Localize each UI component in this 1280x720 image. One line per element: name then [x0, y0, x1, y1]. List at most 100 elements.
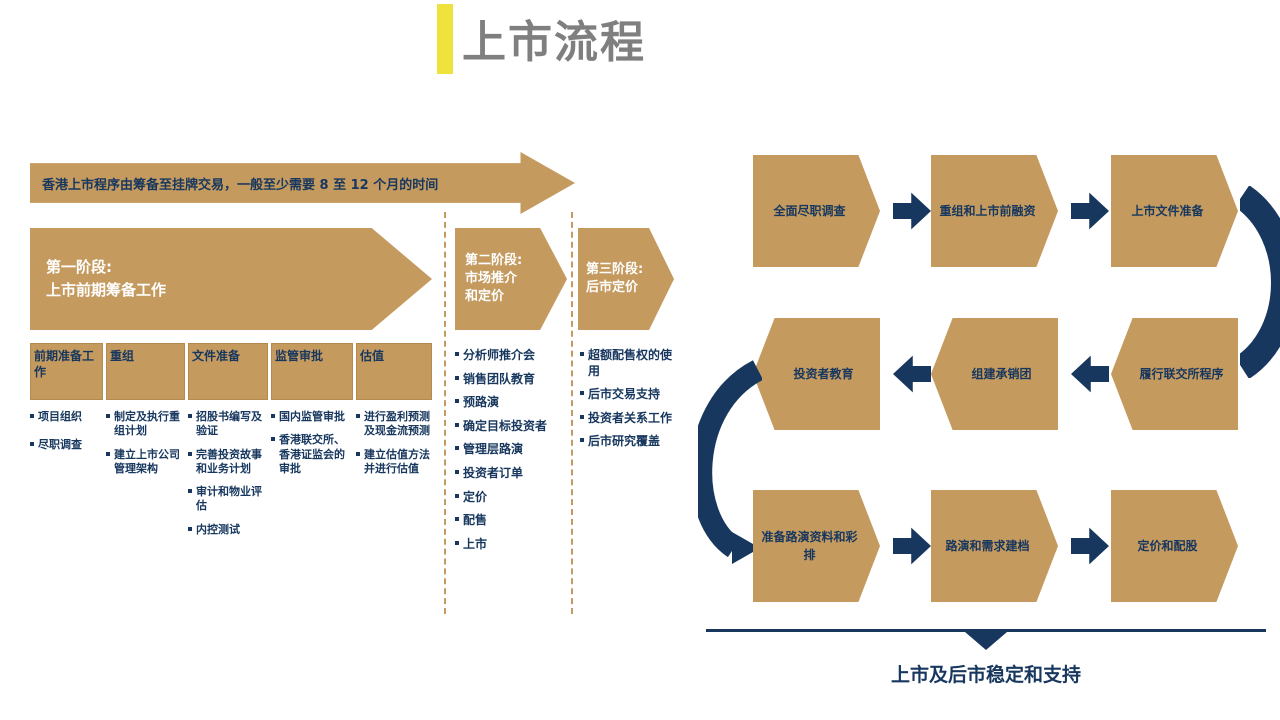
list-item: 内控测试 — [188, 523, 269, 537]
bullet-icon — [106, 451, 110, 456]
bullet-icon — [580, 391, 584, 396]
title-accent-bar — [437, 4, 453, 74]
list-item: 后市交易支持 — [580, 387, 676, 403]
flow-box-restructuring-financing: 重组和上市前融资 — [931, 155, 1058, 267]
bullet-icon — [106, 414, 110, 418]
timeline-text: 香港上市程序由筹备至挂牌交易，一般至少需要 8 至 12 个月的时间 — [42, 177, 439, 193]
footer-arrow-down-icon — [965, 632, 1007, 650]
list-item-text: 香港联交所、香港证监会的审批 — [279, 433, 345, 475]
list-item: 销售团队教育 — [455, 372, 559, 388]
list-item-text: 进行盈利预测及现金流预测 — [364, 410, 430, 438]
dashed-divider-2 — [571, 212, 573, 614]
list-item: 管理层路演 — [455, 442, 559, 458]
column-header-restructuring: 重组 — [106, 343, 185, 400]
phase1-line2: 上市前期筹备工作 — [46, 281, 167, 299]
list-item: 建立估值方法并进行估值 — [356, 448, 434, 477]
list-item-text: 上市 — [463, 536, 488, 551]
flow-box-syndicate: 组建承销团 — [931, 318, 1058, 430]
curved-arrowhead — [732, 532, 760, 564]
list-item-text: 预路演 — [463, 395, 500, 410]
flow-box-listing-documents: 上市文件准备 — [1111, 155, 1238, 267]
arrow-right-icon — [893, 192, 931, 230]
column-header-documents: 文件准备 — [188, 343, 268, 400]
list-item: 后市研究覆盖 — [580, 434, 676, 450]
bullet-icon — [455, 540, 459, 545]
dashed-divider-1 — [444, 212, 446, 614]
flow-box-label: 重组和上市前融资 — [939, 204, 1036, 218]
bullet-icon — [30, 442, 34, 447]
list-item: 建立上市公司管理架构 — [106, 448, 186, 477]
bullet-icon — [580, 414, 584, 419]
bullet-icon — [271, 437, 275, 442]
list-item: 投资者订单 — [455, 466, 559, 482]
list-item-text: 管理层路演 — [463, 442, 524, 457]
flow-box-label: 准备路演资料和彩排 — [761, 530, 858, 562]
arrow-left-icon — [893, 355, 931, 393]
bullet-icon — [455, 422, 459, 427]
column-header-regulatory: 监管审批 — [271, 343, 353, 400]
list-item-text: 制定及执行重组计划 — [114, 410, 180, 438]
list-item-text: 国内监管审批 — [279, 410, 345, 423]
list-item: 尽职调查 — [30, 438, 105, 452]
column-list-valuation: 进行盈利预测及现金流预测 建立估值方法并进行估值 — [356, 410, 434, 485]
arrow-right-icon — [1071, 527, 1109, 565]
footer-line — [706, 629, 1266, 632]
bullet-icon — [455, 446, 459, 451]
list-item: 超额配售权的使用 — [580, 348, 676, 379]
bullet-icon — [271, 414, 275, 418]
list-item: 确定目标投资者 — [455, 419, 559, 435]
bullet-icon — [580, 352, 584, 356]
bullet-icon — [455, 375, 459, 380]
curved-arrow-right-icon — [1240, 186, 1280, 378]
flow-box-label: 定价和配股 — [1137, 539, 1198, 553]
phase2-line1: 第二阶段: — [465, 252, 523, 268]
list-item: 项目组织 — [30, 410, 105, 424]
phase2-line3: 和定价 — [465, 289, 505, 305]
list-item: 投资者关系工作 — [580, 411, 676, 427]
phase1-arrow: 第一阶段: 上市前期筹备工作 — [30, 228, 432, 330]
list-item-text: 项目组织 — [38, 410, 82, 423]
flow-box-roadshow-prep: 准备路演资料和彩排 — [753, 490, 880, 602]
list-item: 香港联交所、香港证监会的审批 — [271, 433, 355, 476]
list-item-text: 配售 — [463, 513, 488, 528]
list-item-text: 投资者订单 — [463, 465, 524, 480]
list-item-text: 建立估值方法并进行估值 — [364, 447, 430, 475]
list-item: 审计和物业评估 — [188, 485, 269, 514]
list-item-text: 确定目标投资者 — [463, 418, 548, 433]
column-list-regulatory: 国内监管审批 香港联交所、香港证监会的审批 — [271, 410, 355, 485]
flow-box-pricing-allocation: 定价和配股 — [1111, 490, 1238, 602]
list-item-text: 分析师推介会 — [463, 348, 536, 362]
bullet-icon — [356, 414, 360, 418]
arrow-left-icon — [1071, 355, 1109, 393]
list-item: 配售 — [455, 513, 559, 529]
list-item: 进行盈利预测及现金流预测 — [356, 410, 434, 439]
list-item-text: 投资者关系工作 — [588, 410, 673, 425]
flow-box-investor-education: 投资者教育 — [753, 318, 880, 430]
column-list-restructuring: 制定及执行重组计划 建立上市公司管理架构 — [106, 410, 186, 485]
phase3-arrow: 第三阶段: 后市定价 — [578, 228, 674, 330]
column-list-preparation: 项目组织 尽职调查 — [30, 410, 105, 462]
bullet-icon — [356, 451, 360, 456]
list-item-text: 招股书编写及验证 — [196, 410, 262, 438]
bullet-icon — [455, 352, 459, 356]
bullet-icon — [188, 414, 192, 418]
flow-box-label: 组建承销团 — [971, 367, 1032, 381]
list-item: 完善投资故事和业务计划 — [188, 448, 269, 477]
arrow-right-icon — [893, 527, 931, 565]
column-list-documents: 招股书编写及验证 完善投资故事和业务计划 审计和物业评估 内控测试 — [188, 410, 269, 546]
phase1-line1: 第一阶段: — [46, 257, 112, 276]
list-item: 定价 — [455, 490, 559, 506]
list-item-text: 尽职调查 — [38, 438, 82, 452]
timeline-arrow: 香港上市程序由筹备至挂牌交易，一般至少需要 8 至 12 个月的时间 — [30, 152, 575, 214]
list-item-text: 审计和物业评估 — [196, 485, 262, 513]
list-item: 上市 — [455, 537, 559, 553]
flow-box-label: 履行联交所程序 — [1139, 367, 1224, 381]
list-item: 国内监管审批 — [271, 410, 355, 424]
phase3-list: 超额配售权的使用 后市交易支持 投资者关系工作 后市研究覆盖 — [580, 348, 676, 458]
bullet-icon — [455, 469, 459, 474]
list-item-text: 超额配售权的使用 — [588, 348, 673, 378]
footer-label: 上市及后市稳定和支持 — [890, 664, 1081, 686]
list-item: 分析师推介会 — [455, 348, 559, 364]
list-item-text: 定价 — [463, 489, 488, 504]
page-title: 上市流程 — [462, 17, 646, 68]
